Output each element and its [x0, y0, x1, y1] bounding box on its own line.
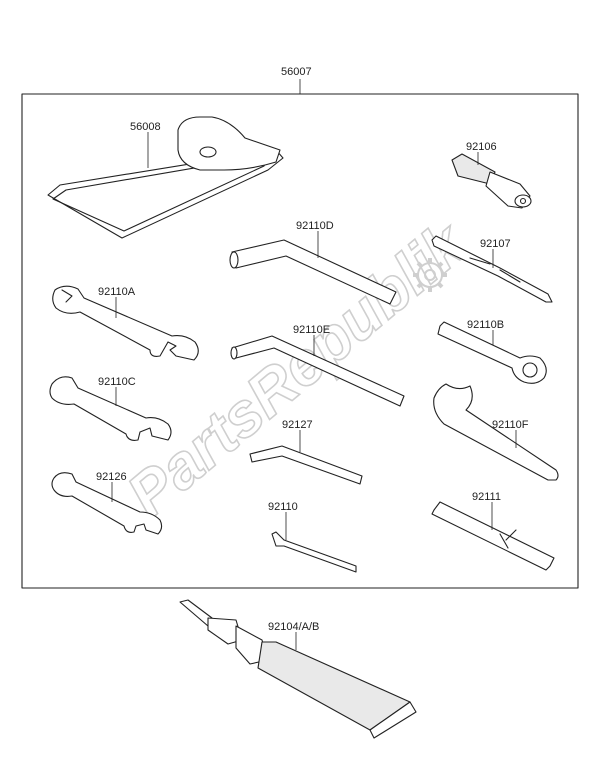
kit-frame: 56007 — [21, 66, 579, 589]
hook-wrench-f: 92110F — [433, 383, 559, 481]
label-screwdriver: 92107 — [480, 238, 511, 250]
watermark-gear-icon — [413, 258, 447, 292]
hex-wrench-d: 92110D — [229, 220, 397, 305]
wrench-c: 92110C — [49, 376, 172, 441]
label-wrench-c: 92110C — [98, 376, 136, 388]
label-hex-wrench-e: 92110E — [293, 324, 330, 336]
screwdriver: 92107 — [431, 235, 553, 303]
wrench-small: 92126 — [51, 471, 163, 535]
wrench-a: 92110A — [52, 285, 199, 361]
label-wrench-small: 92126 — [96, 471, 127, 483]
label-hex-wrench-small: 92127 — [282, 419, 313, 431]
label-wrench-a: 92110A — [98, 286, 136, 298]
label-ring-wrench-b: 92110B — [467, 319, 504, 331]
label-pouch: 56008 — [130, 121, 161, 133]
ring-wrench-b: 92110B — [437, 319, 547, 384]
label-hook-wrench-f: 92110F — [492, 419, 529, 431]
tool-pouch: 56008 — [47, 116, 284, 239]
label-spark-plug-wrench: 92106 — [466, 141, 497, 153]
spark-plug-wrench: 92106 — [451, 141, 532, 209]
hex-wrench-tiny: 92110 — [268, 501, 357, 573]
grease-tube: 92104/A/B — [179, 599, 417, 739]
label-grease-tube: 92104/A/B — [268, 621, 319, 633]
extension-bar: 92111 — [431, 491, 555, 571]
hex-wrench-small: 92127 — [249, 419, 363, 485]
hex-wrench-e: 92110E — [230, 324, 405, 407]
label-hex-wrench-tiny: 92110 — [268, 501, 298, 513]
label-extension-bar: 92111 — [472, 491, 501, 503]
label-kit: 56007 — [281, 66, 312, 78]
label-hex-wrench-d: 92110D — [296, 220, 334, 232]
